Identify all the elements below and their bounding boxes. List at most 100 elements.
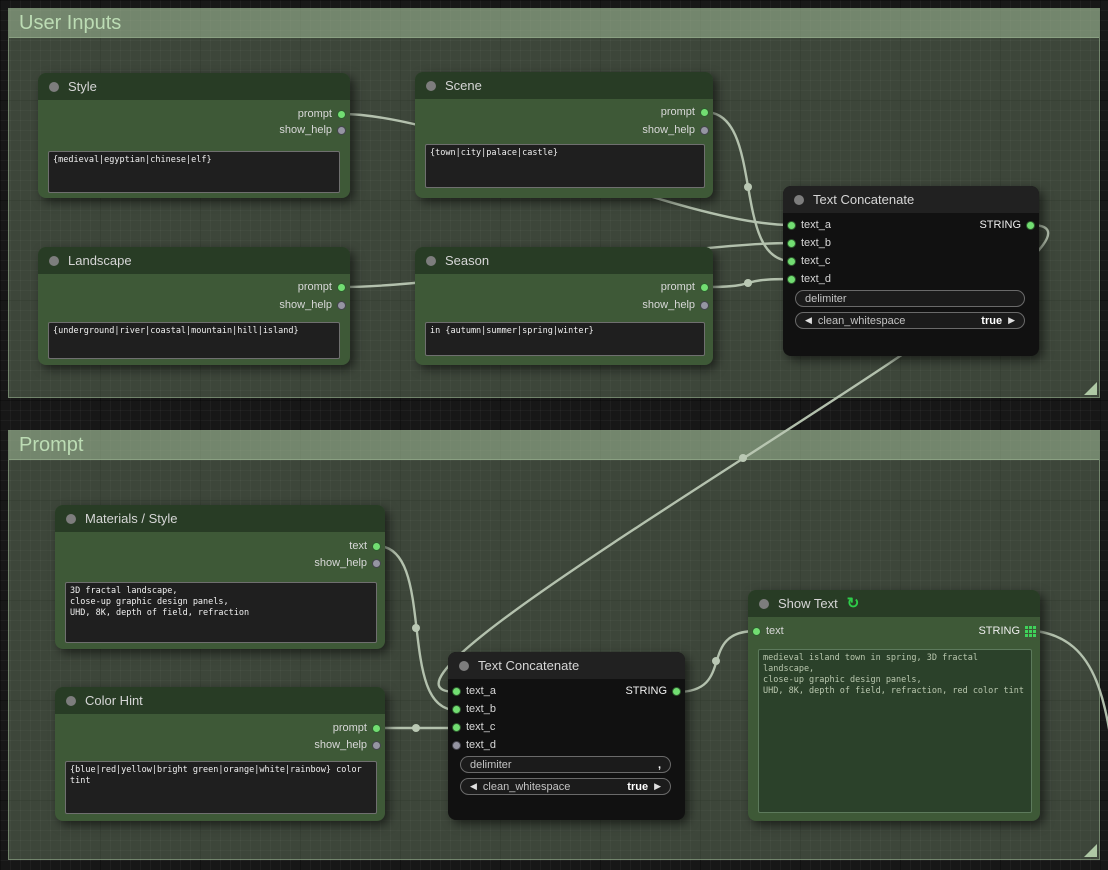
- input-slot-text-d[interactable]: text_d: [787, 271, 831, 287]
- collapse-dot-icon[interactable]: [426, 255, 436, 266]
- collapse-dot-icon[interactable]: [49, 255, 59, 266]
- clean-whitespace-widget[interactable]: ◀ clean_whitespace true ▶: [795, 312, 1025, 329]
- prompt-textarea[interactable]: {town|city|palace|castle}: [425, 144, 705, 188]
- clean-whitespace-widget[interactable]: ◀ clean_whitespace true ▶: [460, 778, 671, 795]
- output-slot-show-help[interactable]: show_help: [314, 737, 381, 753]
- output-dot-icon[interactable]: [337, 282, 346, 292]
- output-dot-icon[interactable]: [372, 723, 381, 733]
- output-dot-icon[interactable]: [337, 300, 346, 310]
- combo-left-arrow-icon[interactable]: ◀: [805, 315, 812, 325]
- link-midpoint-dot[interactable]: [739, 454, 747, 462]
- input-slot-text-c[interactable]: text_c: [787, 253, 830, 269]
- collapse-dot-icon[interactable]: [459, 660, 469, 671]
- output-dot-icon[interactable]: [700, 125, 709, 135]
- string-list-output-icon[interactable]: [1025, 625, 1036, 637]
- prompt-textarea[interactable]: {blue|red|yellow|bright green|orange|whi…: [65, 761, 377, 814]
- node-header[interactable]: Materials / Style: [55, 505, 385, 532]
- node-landscape-header[interactable]: Landscape: [38, 247, 350, 274]
- input-slot-text-c[interactable]: text_c: [452, 719, 495, 735]
- input-dot-icon[interactable]: [452, 686, 461, 696]
- output-slot-string[interactable]: STRING: [979, 217, 1035, 233]
- input-slot-text-b[interactable]: text_b: [452, 701, 496, 717]
- output-slot-prompt[interactable]: prompt: [661, 104, 709, 120]
- link-midpoint-dot[interactable]: [712, 657, 720, 665]
- output-dot-icon[interactable]: [700, 300, 709, 310]
- output-dot-icon[interactable]: [372, 740, 381, 750]
- output-slot-show-help[interactable]: show_help: [279, 297, 346, 313]
- node-scene[interactable]: Scene prompt show_help {town|city|palace…: [415, 72, 713, 198]
- input-dot-icon[interactable]: [787, 274, 796, 284]
- delimiter-widget[interactable]: delimiter ,: [460, 756, 671, 773]
- input-dot-icon[interactable]: [787, 238, 796, 248]
- node-header[interactable]: Text Concatenate: [783, 186, 1039, 213]
- output-dot-icon[interactable]: [700, 282, 709, 292]
- link-midpoint-dot[interactable]: [744, 279, 752, 287]
- node-scene-header[interactable]: Scene: [415, 72, 713, 99]
- input-dot-icon[interactable]: [452, 722, 461, 732]
- group-resize-handle[interactable]: [1084, 382, 1097, 395]
- collapse-dot-icon[interactable]: [426, 80, 436, 91]
- node-show-text[interactable]: Show Text ↻ text STRING medieval island …: [748, 590, 1040, 821]
- node-style-header[interactable]: Style: [38, 73, 350, 100]
- output-dot-icon[interactable]: [1026, 220, 1035, 230]
- output-dot-icon[interactable]: [672, 686, 681, 696]
- node-materials-style[interactable]: Materials / Style text show_help 3D frac…: [55, 505, 385, 649]
- output-dot-icon[interactable]: [372, 558, 381, 568]
- node-season[interactable]: Season prompt show_help in {autumn|summe…: [415, 247, 713, 365]
- combo-right-arrow-icon[interactable]: ▶: [654, 781, 661, 791]
- output-slot-show-help[interactable]: show_help: [642, 297, 709, 313]
- node-landscape[interactable]: Landscape prompt show_help {underground|…: [38, 247, 350, 365]
- input-slot-text-a[interactable]: text_a: [787, 217, 831, 233]
- input-slot-text[interactable]: text: [752, 623, 784, 639]
- node-text-concatenate-top[interactable]: Text Concatenate text_a text_b text_c te…: [783, 186, 1039, 356]
- input-dot-icon[interactable]: [752, 626, 761, 636]
- prompt-textarea[interactable]: 3D fractal landscape, close-up graphic d…: [65, 582, 377, 643]
- result-textarea[interactable]: medieval island town in spring, 3D fract…: [758, 649, 1032, 813]
- collapse-dot-icon[interactable]: [49, 81, 59, 92]
- combo-right-arrow-icon[interactable]: ▶: [1008, 315, 1015, 325]
- output-dot-icon[interactable]: [337, 125, 346, 135]
- input-dot-icon[interactable]: [452, 740, 461, 750]
- output-dot-icon[interactable]: [372, 541, 381, 551]
- collapse-dot-icon[interactable]: [759, 598, 769, 609]
- combo-left-arrow-icon[interactable]: ◀: [470, 781, 477, 791]
- prompt-textarea[interactable]: {medieval|egyptian|chinese|elf}: [48, 151, 340, 193]
- input-slot-text-d[interactable]: text_d: [452, 737, 496, 753]
- output-slot-show-help[interactable]: show_help: [642, 122, 709, 138]
- prompt-textarea[interactable]: {underground|river|coastal|mountain|hill…: [48, 322, 340, 359]
- collapse-dot-icon[interactable]: [794, 194, 804, 205]
- output-slot-prompt[interactable]: prompt: [298, 106, 346, 122]
- link-midpoint-dot[interactable]: [412, 724, 420, 732]
- group-prompt-title[interactable]: Prompt: [9, 431, 1099, 460]
- node-color-hint[interactable]: Color Hint prompt show_help {blue|red|ye…: [55, 687, 385, 821]
- output-slot-prompt[interactable]: prompt: [661, 279, 709, 295]
- node-season-header[interactable]: Season: [415, 247, 713, 274]
- output-slot-show-help[interactable]: show_help: [279, 122, 346, 138]
- output-slot-show-help[interactable]: show_help: [314, 555, 381, 571]
- input-slot-text-b[interactable]: text_b: [787, 235, 831, 251]
- output-dot-icon[interactable]: [337, 109, 346, 119]
- output-dot-icon[interactable]: [700, 107, 709, 117]
- output-slot-prompt[interactable]: prompt: [298, 279, 346, 295]
- delimiter-widget[interactable]: delimiter: [795, 290, 1025, 307]
- input-dot-icon[interactable]: [787, 256, 796, 266]
- output-slot-string[interactable]: STRING: [978, 623, 1036, 639]
- output-slot-string[interactable]: STRING: [625, 683, 681, 699]
- input-dot-icon[interactable]: [787, 220, 796, 230]
- link-midpoint-dot[interactable]: [412, 624, 420, 632]
- collapse-dot-icon[interactable]: [66, 695, 76, 706]
- node-header[interactable]: Text Concatenate: [448, 652, 685, 679]
- group-user-inputs-title[interactable]: User Inputs: [9, 9, 1099, 38]
- group-resize-handle[interactable]: [1084, 844, 1097, 857]
- prompt-textarea[interactable]: in {autumn|summer|spring|winter}: [425, 322, 705, 356]
- input-dot-icon[interactable]: [452, 704, 461, 714]
- input-slot-text-a[interactable]: text_a: [452, 683, 496, 699]
- output-slot-prompt[interactable]: prompt: [333, 720, 381, 736]
- node-style[interactable]: Style prompt show_help {medieval|egyptia…: [38, 73, 350, 198]
- link-midpoint-dot[interactable]: [744, 183, 752, 191]
- output-slot-text[interactable]: text: [349, 538, 381, 554]
- node-text-concatenate-bottom[interactable]: Text Concatenate text_a text_b text_c te…: [448, 652, 685, 820]
- node-header[interactable]: Color Hint: [55, 687, 385, 714]
- node-header[interactable]: Show Text ↻: [748, 590, 1040, 617]
